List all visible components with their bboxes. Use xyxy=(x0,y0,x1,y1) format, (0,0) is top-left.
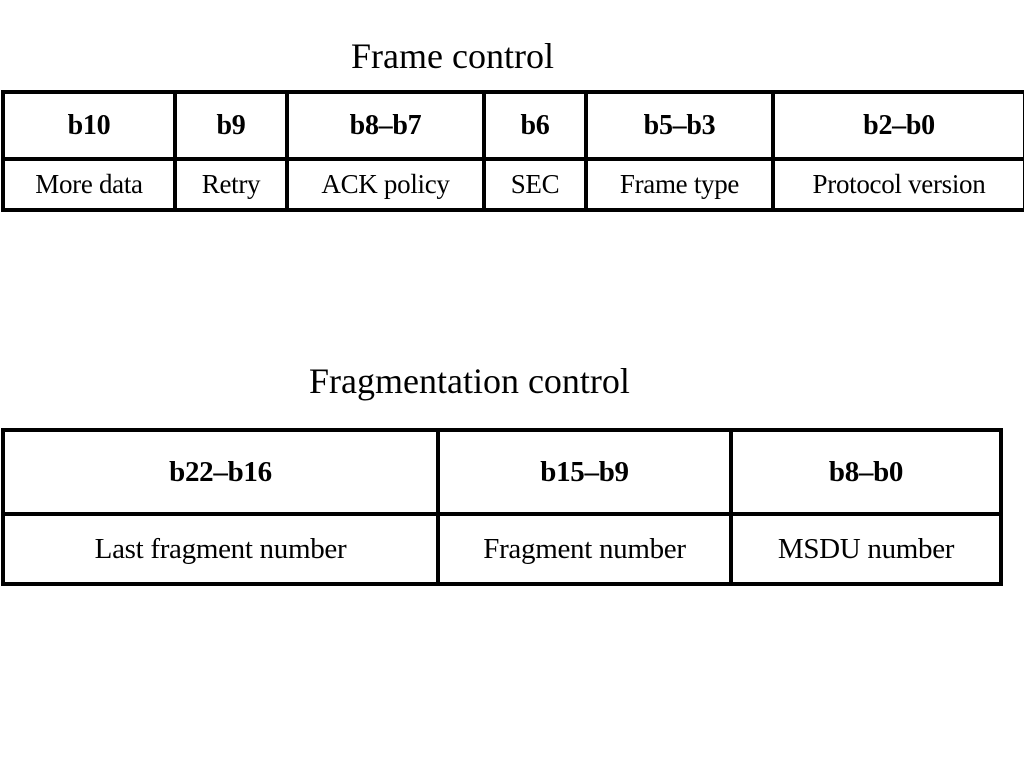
frame-control-table: b10 b9 b8–b7 b6 b5–b3 b2–b0 More data Re… xyxy=(1,89,1024,212)
fragmentation-control-table: b22–b16 b15–b9 b8–b0 Last fragment numbe… xyxy=(1,427,1003,586)
bit-range-cell: b9 xyxy=(173,89,289,162)
bit-range-cell: b8–b0 xyxy=(729,427,1003,517)
bit-range-cell: b22–b16 xyxy=(1,427,440,517)
field-name-cell: Retry xyxy=(173,157,289,212)
field-name-cell: SEC xyxy=(482,157,588,212)
fragmentation-control-title: Fragmentation control xyxy=(309,361,630,401)
field-name-cell: Protocol version xyxy=(771,157,1024,212)
field-name-cell: Frame type xyxy=(584,157,775,212)
bit-range-cell: b15–b9 xyxy=(436,427,733,517)
fragmentation-control-field-row: Last fragment number Fragment number MSD… xyxy=(1,512,1003,586)
field-name-cell: ACK policy xyxy=(285,157,486,212)
frame-control-field-row: More data Retry ACK policy SEC Frame typ… xyxy=(1,157,1024,212)
field-name-cell: Fragment number xyxy=(436,512,733,586)
bit-range-cell: b10 xyxy=(1,89,177,162)
frame-control-bit-row: b10 b9 b8–b7 b6 b5–b3 b2–b0 xyxy=(1,89,1024,162)
frame-control-title: Frame control xyxy=(351,36,554,76)
fragmentation-control-bit-row: b22–b16 b15–b9 b8–b0 xyxy=(1,427,1003,517)
field-name-cell: MSDU number xyxy=(729,512,1003,586)
field-name-cell: Last fragment number xyxy=(1,512,440,586)
field-name-cell: More data xyxy=(1,157,177,212)
bit-range-cell: b8–b7 xyxy=(285,89,486,162)
bit-range-cell: b2–b0 xyxy=(771,89,1024,162)
bit-range-cell: b5–b3 xyxy=(584,89,775,162)
bit-range-cell: b6 xyxy=(482,89,588,162)
